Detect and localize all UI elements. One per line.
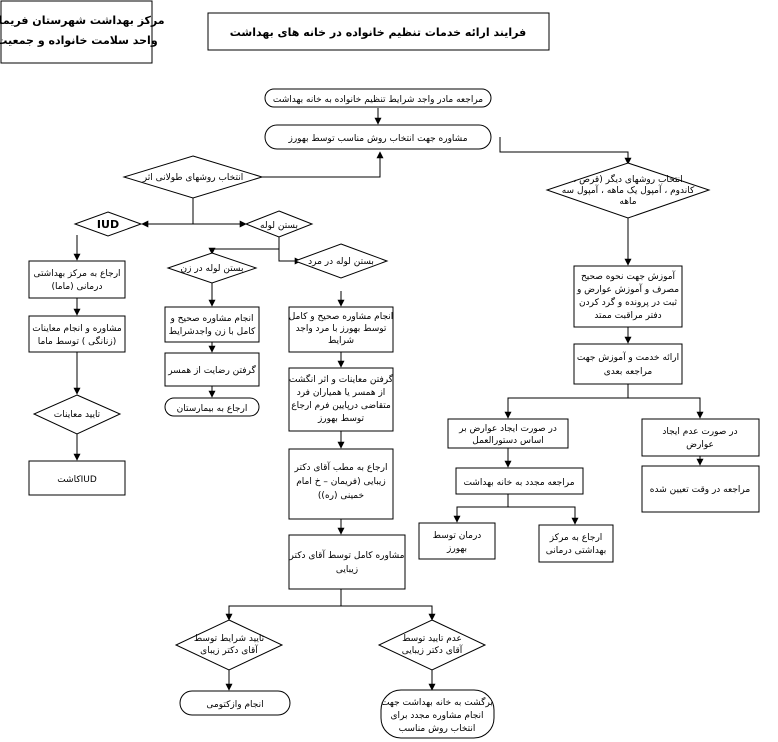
male-consent-line2: از همسر یا همیاران فرد <box>297 388 386 398</box>
iud-label: IUD <box>97 218 119 231</box>
iud-decision: IUD <box>73 211 143 237</box>
male-not-confirmed-decision: عدم تایید توسط آقای دکتر زیبایی <box>377 619 487 671</box>
male-consent-box: گرفتن معاینات و اثر انگشت از همسر یا همی… <box>288 367 394 432</box>
no-side-effects-line1: در صورت عدم ایجاد <box>662 427 737 437</box>
other-methods-line2: کاندوم ، آمپول یک ماهه ، آمپول سه <box>562 184 695 196</box>
male-counsel-line3: شرایط <box>328 336 354 346</box>
side-effects-line2: اساس دستورالعمل <box>472 436 544 446</box>
female-counsel-line1: انجام مشاوره صحیح و <box>169 314 253 324</box>
service-education-box: ارائه خدمت و آموزش جهت مراجعه بعدی <box>573 343 683 385</box>
tubal-female-label: بستن لوله در زن <box>181 264 244 274</box>
tubal-male-decision: بستن لوله در مرد <box>293 243 389 279</box>
male-confirmed-line1: تایید شرایط توسط <box>194 634 265 644</box>
refer-center-line1: ارجاع به مرکز <box>549 533 603 543</box>
connectors <box>73 108 704 691</box>
male-full-counsel-line2: زیبایی <box>336 565 358 575</box>
side-effects-box: در صورت ایجاد عوارض بر اساس دستورالعمل <box>447 418 569 449</box>
diagram-title: فرایند ارائه خدمات تنظیم خانواده در خانه… <box>230 26 526 39</box>
male-consent-line1: گرفتن معاینات و اثر انگشت <box>289 373 394 385</box>
iud-exam-box: مشاوره و انجام معاینات (زنانگی ) توسط ما… <box>28 315 126 353</box>
return-home-line1: برگشت به خانه بهداشت جهت <box>381 696 493 708</box>
tubal-decision: بستن لوله <box>244 210 314 238</box>
return-home-line2: انجام مشاوره مجدد برای <box>390 711 483 721</box>
side-effects-line1: در صورت ایجاد عوارض بر <box>458 424 557 434</box>
long-term-decision: انتخاب روشهای طولانی اثر <box>122 155 264 199</box>
treat-box: درمان توسط بهورز <box>418 522 496 560</box>
female-counsel-box: انجام مشاوره صحیح و کامل با زن واجدشرایط <box>164 306 260 343</box>
service-education-line1: ارائه خدمت و آموزش جهت <box>577 351 679 363</box>
org-name-line1: مرکز بهداشت شهرستان فریمان <box>0 14 165 27</box>
iud-exam-line2: (زنانگی ) توسط ماما <box>38 335 117 347</box>
tubal-label: بستن لوله <box>260 221 298 231</box>
male-not-confirmed-line2: آقای دکتر زیبایی <box>402 644 463 656</box>
female-counsel-line2: کامل با زن واجدشرایط <box>169 327 256 337</box>
tubal-female-decision: بستن لوله در زن <box>166 252 258 284</box>
male-refer-line1: ارجاع به مطب آقای دکتر <box>294 461 388 473</box>
vasectomy-label: انجام وازکتومی <box>206 700 263 710</box>
return-home-node: برگشت به خانه بهداشت جهت انجام مشاوره مج… <box>380 689 495 739</box>
education-line4: دفتر مراقبت ممتد <box>594 311 661 321</box>
male-consent-line3: متقاضی درپایین فرم ارجاع <box>291 401 391 411</box>
revisit-label: مراجعه مجدد به خانه بهداشت <box>463 478 574 488</box>
return-home-line3: انتخاب روش مناسب <box>399 724 476 734</box>
org-name-line2: واحد سلامت خانواده و جمعیت <box>0 34 158 47</box>
iud-confirm-decision: تایید معاینات <box>32 394 122 435</box>
scheduled-box: مراجعه در وقت تعیین شده <box>641 465 760 513</box>
male-refer-line3: خمینی (ره)) <box>318 491 364 501</box>
vasectomy-node: انجام وازکتومی <box>179 690 291 716</box>
tubal-male-label: بستن لوله در مرد <box>308 257 374 267</box>
iud-confirm-label: تایید معاینات <box>54 410 101 420</box>
female-consent-label: گرفتن رضایت از همسر <box>167 364 256 376</box>
other-methods-decision: انتخاب روشهای دیگر (قرص ، کاندوم ، آمپول… <box>545 162 711 219</box>
male-confirmed-decision: تایید شرایط توسط آقای دکتر زیبای <box>174 619 284 671</box>
no-side-effects-line2: عوارض <box>686 440 714 450</box>
title-box: فرایند ارائه خدمات تنظیم خانواده در خانه… <box>207 12 550 51</box>
treat-line2: بهورز <box>446 544 467 554</box>
iud-refer-box: ارجاع به مرکز بهداشتی درمانی (ماما) <box>28 260 126 299</box>
refer-center-line2: بهداشتی درمانی <box>546 546 606 556</box>
education-line2: مصرف و آموزش عوارض و <box>576 283 679 295</box>
female-consent-box: گرفتن رضایت از همسر <box>164 352 260 387</box>
female-hospital-label: ارجاع به بیمارستان <box>177 404 248 414</box>
other-methods-line1: انتخاب روشهای دیگر (قرص ، <box>573 173 682 185</box>
counsel-node-label: مشاوره جهت انتخاب روش مناسب توسط بهورز <box>287 134 467 144</box>
refer-center-box: ارجاع به مرکز بهداشتی درمانی <box>538 524 614 563</box>
start-node-label: مراجعه مادر واجد شرایط تنظیم خانواده به … <box>273 95 483 105</box>
male-counsel-line2: توسط بهورز با مرد واجد <box>296 324 387 334</box>
counsel-node: مشاوره جهت انتخاب روش مناسب توسط بهورز <box>264 124 492 150</box>
start-node: مراجعه مادر واجد شرایط تنظیم خانواده به … <box>264 88 492 108</box>
revisit-box: مراجعه مجدد به خانه بهداشت <box>455 467 584 495</box>
male-consent-line4: توسط بهورز <box>317 414 365 424</box>
iud-insert-box: IUDکاشت <box>28 460 126 496</box>
education-box: آموزش جهت نحوه صحیح مصرف و آموزش عوارض و… <box>573 265 683 328</box>
male-refer-box: ارجاع به مطب آقای دکتر زیبایی (فریمان – … <box>288 448 394 520</box>
male-not-confirmed-line1: عدم تایید توسط <box>402 634 462 644</box>
female-hospital-node: ارجاع به بیمارستان <box>164 397 260 417</box>
male-confirmed-line2: آقای دکتر زیبای <box>200 644 258 656</box>
iud-refer-line1: ارجاع به مرکز بهداشتی <box>33 269 120 279</box>
male-counsel-box: انجام مشاوره صحیح و کامل توسط بهورز با م… <box>288 306 394 353</box>
scheduled-label: مراجعه در وقت تعیین شده <box>650 485 751 495</box>
education-line3: ثبت در پرونده و گرد کردن <box>579 296 677 308</box>
education-line1: آموزش جهت نحوه صحیح <box>581 270 676 282</box>
no-side-effects-box: در صورت عدم ایجاد عوارض <box>641 418 760 457</box>
iud-refer-line2: درمانی (ماما) <box>52 282 103 292</box>
org-header-box: مرکز بهداشت شهرستان فریمان واحد سلامت خا… <box>0 0 165 64</box>
male-full-counsel-box: مشاوره کامل توسط آقای دکتر زیبایی <box>288 534 406 590</box>
other-methods-line3: ماهه <box>619 197 636 207</box>
male-refer-line2: زیبایی (فریمان – خ امام <box>296 477 386 487</box>
treat-line1: درمان توسط <box>433 531 482 541</box>
male-counsel-line1: انجام مشاوره صحیح و کامل <box>289 312 394 322</box>
long-term-label: انتخاب روشهای طولانی اثر <box>142 173 243 183</box>
service-education-line2: مراجعه بعدی <box>604 367 653 377</box>
male-full-counsel-line1: مشاوره کامل توسط آقای دکتر <box>289 549 405 561</box>
iud-exam-line1: مشاوره و انجام معاینات <box>32 324 122 334</box>
iud-insert-label: IUDکاشت <box>57 475 97 485</box>
